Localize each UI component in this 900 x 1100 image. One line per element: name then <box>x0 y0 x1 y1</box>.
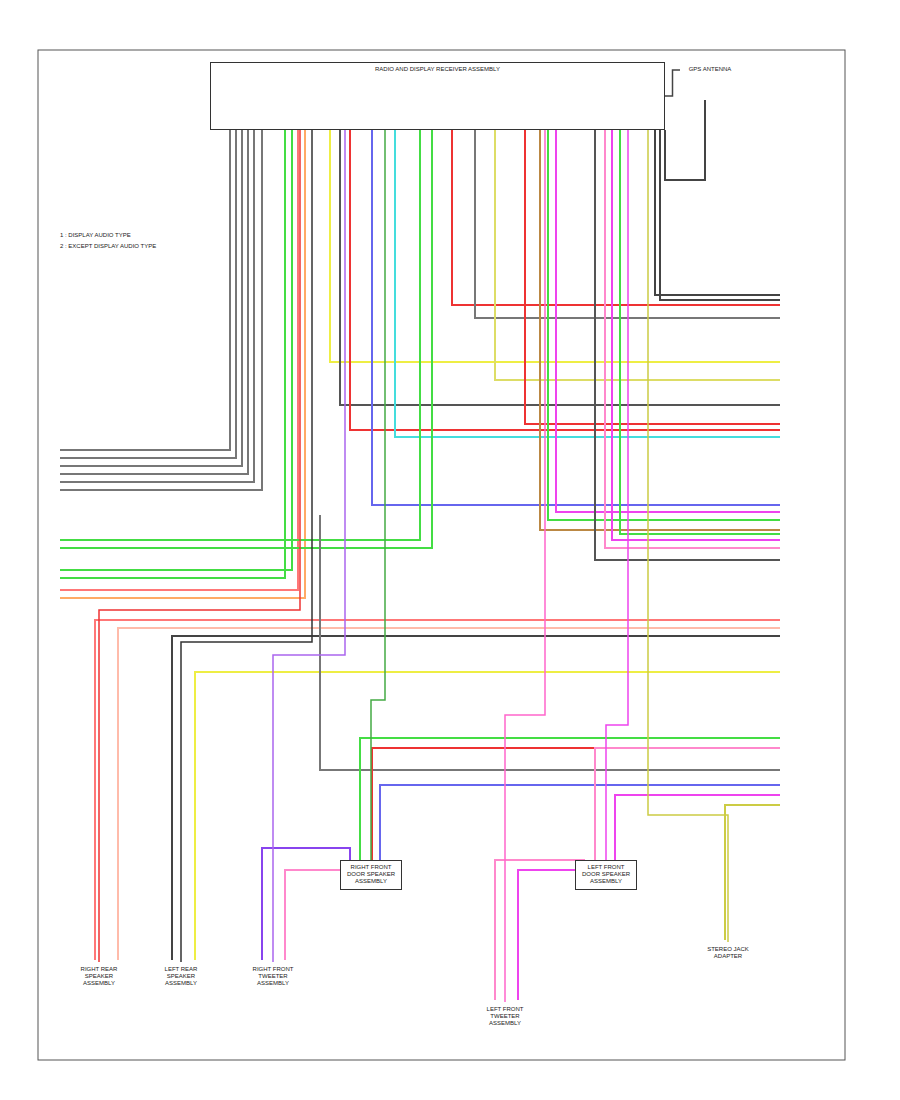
component-label: STEREO JACK ADAPTER <box>705 946 751 960</box>
legend-text: 1 : DISPLAY AUDIO TYPE <box>60 232 156 239</box>
legend-text: 2 : EXCEPT DISPLAY AUDIO TYPE <box>60 243 156 250</box>
component-label: GPS ANTENNA <box>685 66 735 73</box>
wire-connector <box>371 130 385 860</box>
component-box: LEFT FRONT DOOR SPEAKER ASSEMBLY <box>575 860 637 890</box>
component-label: LEFT REAR SPEAKER ASSEMBLY <box>155 966 207 988</box>
component-label: RIGHT FRONT TWEETER ASSEMBLY <box>243 966 303 988</box>
wire-connector <box>648 130 728 942</box>
component-box: LEFT FRONT TWEETER ASSEMBLY <box>470 1002 540 1032</box>
legend: 1 : DISPLAY AUDIO TYPE 2 : EXCEPT DISPLAY… <box>60 232 156 254</box>
component-label: RIGHT FRONT DOOR SPEAKER ASSEMBLY <box>345 864 397 886</box>
component-box: RIGHT REAR SPEAKER ASSEMBLY <box>68 962 130 992</box>
component-box: STEREO JACK ADAPTER <box>700 942 756 965</box>
component-box: RIGHT FRONT TWEETER ASSEMBLY <box>238 962 308 992</box>
component-label: LEFT FRONT DOOR SPEAKER ASSEMBLY <box>580 864 632 886</box>
wire-connector <box>606 130 628 860</box>
component-box: RIGHT FRONT DOOR SPEAKER ASSEMBLY <box>340 860 402 890</box>
wire-connector <box>273 130 345 962</box>
legend-row: 2 : EXCEPT DISPLAY AUDIO TYPE <box>60 243 156 250</box>
component-label: RADIO AND DISPLAY RECEIVER ASSEMBLY <box>215 66 660 73</box>
component-label: LEFT FRONT TWEETER ASSEMBLY <box>475 1006 535 1028</box>
wire-connector <box>181 130 312 962</box>
legend-row: 1 : DISPLAY AUDIO TYPE <box>60 232 156 239</box>
component-label: RIGHT REAR SPEAKER ASSEMBLY <box>73 966 125 988</box>
wire-connector <box>99 130 300 962</box>
component-box: LEFT REAR SPEAKER ASSEMBLY <box>150 962 212 992</box>
wire-connector <box>665 70 680 96</box>
component-box: GPS ANTENNA <box>680 62 740 78</box>
wire-connector <box>505 130 545 1002</box>
control-unit-box: RADIO AND DISPLAY RECEIVER ASSEMBLY <box>210 62 665 130</box>
